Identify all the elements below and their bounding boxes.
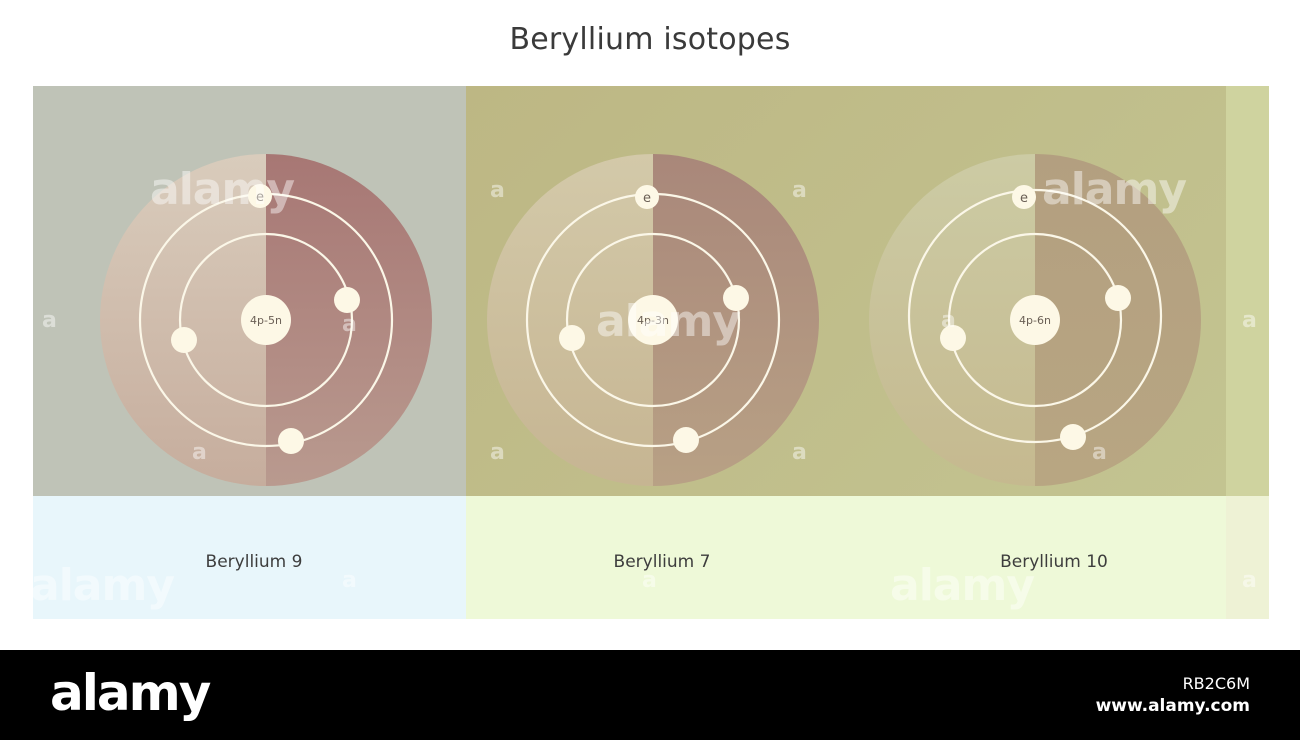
electron: [334, 287, 360, 313]
atom-background-left: [487, 154, 653, 486]
panel-right-strip: [1226, 86, 1269, 496]
atom-background-right: [653, 154, 819, 486]
nucleus: [241, 295, 291, 345]
electron-label: e: [1020, 191, 1028, 206]
electron: [559, 325, 585, 351]
electron-top: [1012, 185, 1036, 209]
diagram-title: Beryllium isotopes: [509, 22, 791, 57]
electron: [723, 285, 749, 311]
image-id: RB2C6M: [1182, 674, 1250, 693]
electron: [171, 327, 197, 353]
atom-beryllium-10: 4p-6n e: [869, 154, 1201, 486]
atom-background-left: [100, 154, 266, 486]
inner-orbit: [178, 232, 354, 408]
nucleus: [628, 295, 678, 345]
electron: [278, 428, 304, 454]
nucleus-label: 4p-5n: [250, 314, 282, 327]
isotope-caption: Beryllium 9: [205, 552, 303, 572]
footer-url: www.alamy.com: [1095, 696, 1250, 716]
nucleus-label: 4p-6n: [1019, 314, 1051, 327]
caption-panel-green: [466, 496, 1226, 619]
inner-orbit: [947, 232, 1123, 408]
outer-orbit: [907, 188, 1163, 444]
isotope-caption: Beryllium 10: [1000, 552, 1108, 572]
caption-panel-right: [1226, 496, 1269, 619]
electron-top: [248, 184, 272, 208]
nucleus-label: 4p-3n: [637, 314, 669, 327]
atom-background-left: [869, 154, 1035, 486]
footer-bar: alamy RB2C6M www.alamy.com: [0, 650, 1300, 740]
atom-background-right: [266, 154, 432, 486]
electron-label: e: [256, 190, 264, 205]
electron-label: e: [643, 191, 651, 206]
caption-panel-blue: [33, 496, 466, 619]
isotope-caption: Beryllium 7: [613, 552, 711, 572]
atom-beryllium-9: 4p-5n e: [100, 154, 432, 486]
electron: [1060, 424, 1086, 450]
electron-top: [635, 185, 659, 209]
electron: [1105, 285, 1131, 311]
inner-orbit: [565, 232, 741, 408]
atom-beryllium-7: 4p-3n e: [487, 154, 819, 486]
alamy-logo: alamy: [50, 664, 211, 722]
electron: [673, 427, 699, 453]
electron: [940, 325, 966, 351]
atom-background-right: [1035, 154, 1201, 486]
atom-diagrams: 4p-5n e 4p-3n e 4p-6n e: [100, 154, 1201, 486]
nucleus: [1010, 295, 1060, 345]
